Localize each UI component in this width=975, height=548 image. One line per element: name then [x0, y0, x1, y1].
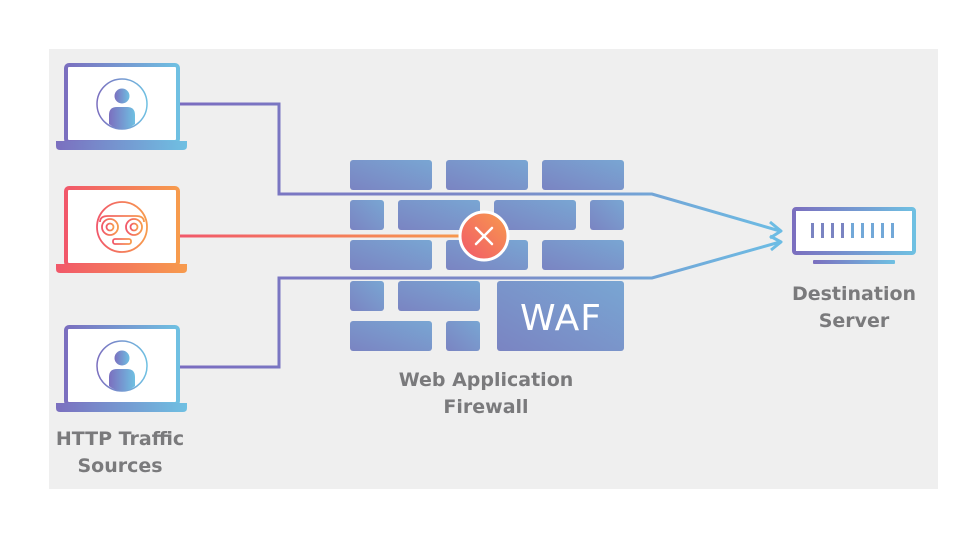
- firewall-label-line2: Firewall: [443, 396, 529, 418]
- sources-label-line1: HTTP Traffic: [55, 428, 185, 450]
- destination-label-line1: Destination: [791, 283, 917, 305]
- laptop-base: [56, 141, 187, 150]
- server-vent: [841, 223, 844, 238]
- source-laptop-user-1: [56, 63, 187, 150]
- wall-brick: [542, 240, 624, 270]
- server-vent: [871, 223, 874, 238]
- wall-brick: [350, 160, 432, 190]
- wall-brick: [350, 240, 432, 270]
- server-vent: [891, 223, 894, 238]
- sources-label: HTTP Traffic Sources: [40, 426, 200, 480]
- sources-label-line2: Sources: [77, 455, 163, 477]
- wall-brick: [350, 281, 384, 311]
- laptop-screen: [64, 186, 180, 267]
- wall-brick: [446, 321, 480, 351]
- server-vent: [861, 223, 864, 238]
- server-icon: [792, 207, 916, 264]
- server-vents: [811, 223, 894, 238]
- source-laptop-bot: [56, 186, 187, 273]
- laptop-base: [56, 264, 187, 273]
- wall-brick: [494, 200, 576, 230]
- wall-brick: [542, 160, 624, 190]
- server-vent: [851, 223, 854, 238]
- user-icon: [96, 340, 148, 392]
- server-vent: [831, 223, 834, 238]
- wall-brick: [350, 200, 384, 230]
- connection-lines: [180, 102, 783, 369]
- firewall-wall: [350, 160, 624, 351]
- arrowhead-top: [769, 220, 783, 240]
- wall-brick: [590, 200, 624, 230]
- connection-line-top: [180, 102, 781, 233]
- server-stand: [813, 260, 895, 264]
- laptop-base: [56, 403, 187, 412]
- wall-brick: [446, 160, 528, 190]
- destination-label-line2: Server: [818, 310, 890, 332]
- wall-brick: [398, 281, 480, 311]
- firewall-label: Web Application Firewall: [376, 367, 596, 421]
- wall-brick: [398, 200, 480, 230]
- user-icon: [96, 78, 148, 130]
- server-vent: [821, 223, 824, 238]
- connection-line-bottom: [180, 240, 781, 369]
- source-laptop-user-2: [56, 325, 187, 412]
- arrowhead-bottom: [769, 234, 783, 252]
- bot-icon: [96, 201, 148, 253]
- block-x-icon: [458, 210, 510, 262]
- waf-badge-text: WAF: [520, 298, 602, 339]
- firewall-label-line1: Web Application: [398, 369, 574, 391]
- waf-badge: [497, 281, 624, 351]
- server-vent: [811, 223, 814, 238]
- wall-brick: [350, 321, 432, 351]
- server-vent: [881, 223, 884, 238]
- destination-label: Destination Server: [774, 281, 934, 335]
